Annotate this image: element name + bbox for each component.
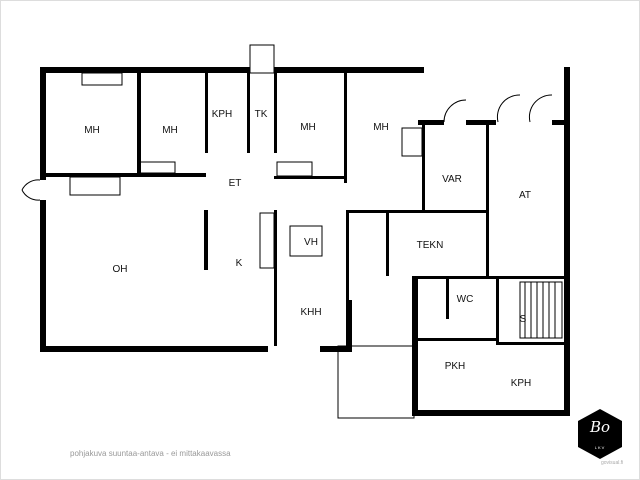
room-label: VH: [304, 237, 318, 248]
website-label: govisual.fi: [601, 460, 624, 466]
room-label: WC: [457, 294, 474, 305]
doors-and-fixtures: [21, 44, 563, 419]
logo-mark: Bo: [589, 418, 611, 436]
room-label: S: [520, 314, 527, 325]
room-label: MH: [300, 122, 316, 133]
logo-subtitle: LKV: [594, 445, 606, 450]
room-label: OH: [113, 264, 128, 275]
room-label: TEKN: [417, 240, 444, 251]
room-label: KPH: [212, 109, 233, 120]
footer-note: pohjakuva suuntaa-antava - ei mittakaava…: [70, 449, 231, 458]
room-label: VAR: [442, 174, 462, 185]
room-label: MH: [162, 125, 178, 136]
room-label: MH: [84, 125, 100, 136]
room-label: K: [236, 258, 243, 269]
room-labels: MH MH KPH TK MH MH ET VAR AT OH K VH TEK…: [84, 109, 531, 389]
room-label: TK: [255, 109, 268, 120]
room-label: AT: [519, 190, 531, 201]
room-label: KHH: [300, 307, 321, 318]
logo: [578, 409, 622, 459]
room-label: MH: [373, 122, 389, 133]
room-label: ET: [229, 178, 242, 189]
walls: [40, 67, 570, 416]
room-label: KPH: [511, 378, 532, 389]
room-label: PKH: [445, 361, 466, 372]
